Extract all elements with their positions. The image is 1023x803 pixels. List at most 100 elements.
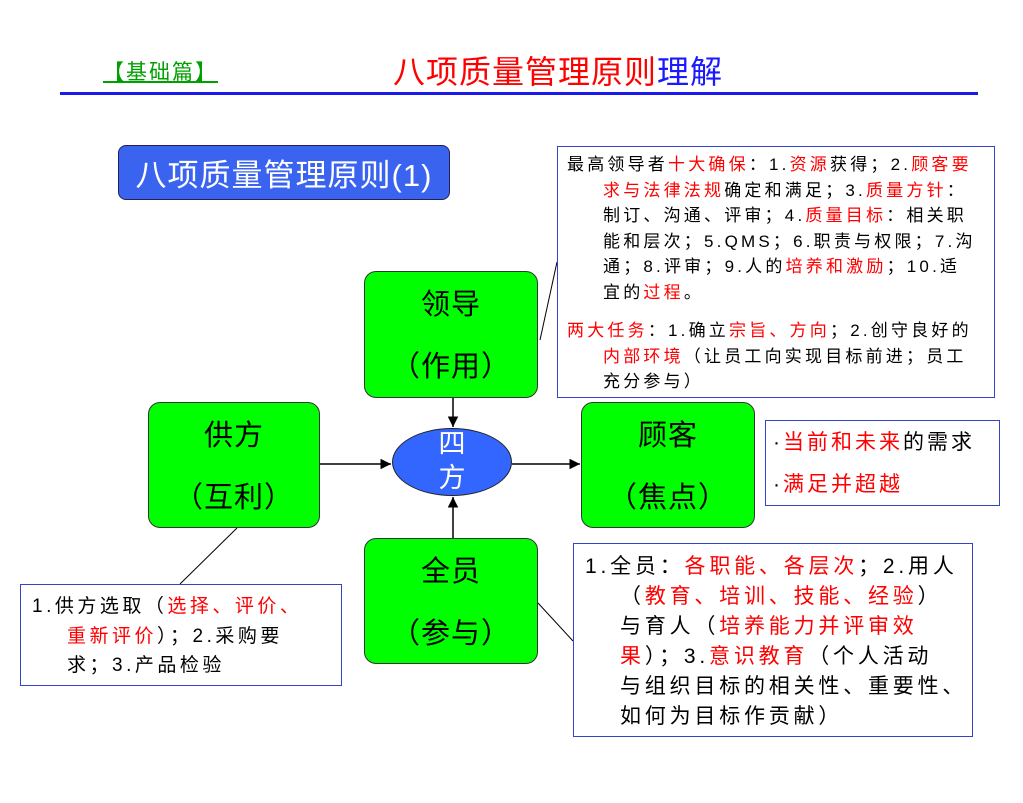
leader-note-line: 宜的过程。 xyxy=(603,280,985,306)
page-title-suffix: 理解 xyxy=(657,53,724,91)
emphasis-text: 果 xyxy=(620,645,645,668)
hub-text-line-1: 四 xyxy=(438,429,466,460)
leader-note-line: 制订、沟通、评审；4.质量目标：相关职 xyxy=(603,203,985,229)
supplier-note-body: 1.供方选取（选择、评价、重新评价）；2.采购要求；3.产品检验 xyxy=(32,592,335,681)
node-customer: 顾客 （焦点） xyxy=(581,402,755,528)
supplier-note-box: 1.供方选取（选择、评价、重新评价）；2.采购要求；3.产品检验 xyxy=(20,584,342,686)
plain-text: 与育人（ xyxy=(620,615,720,638)
emphasis-text: 顾客要 xyxy=(911,155,972,174)
node-supplier-role: （互利） xyxy=(173,480,294,514)
emphasis-text: 培养能力并评审效 xyxy=(719,615,918,638)
emphasis-text: 内部环境 xyxy=(603,346,684,366)
staff-note-body: 1.全员：各职能、各层次；2.用人（教育、培训、技能、经验）与育人（培养能力并评… xyxy=(585,552,966,732)
node-leader-name: 领导 xyxy=(420,287,481,321)
emphasis-text: 过程 xyxy=(643,282,684,302)
plain-text: （个人活动 xyxy=(808,645,933,668)
node-customer-role: （焦点） xyxy=(607,480,728,514)
emphasis-text: 质量目标 xyxy=(805,206,887,225)
emphasis-text: 质量方针 xyxy=(865,180,947,200)
node-customer-name: 顾客 xyxy=(637,418,698,452)
node-staff: 全员 （参与） xyxy=(364,538,538,664)
plain-text: （ xyxy=(620,585,645,608)
leader-note-line: 能和层次；5.QMS；6.职责与权限；7.沟 xyxy=(603,229,985,255)
staff-note-line: 如何为目标作贡献） xyxy=(620,702,966,732)
node-leader-role: （作用） xyxy=(390,349,511,383)
plain-text: ；2.创守良好的 xyxy=(830,321,972,340)
plain-text: 能和层次；5.QMS；6.职责与权限；7.沟 xyxy=(603,231,976,251)
leader-note-line: 充分参与） xyxy=(603,369,985,395)
emphasis-text: 宗旨、方向 xyxy=(729,321,830,340)
plain-text: · xyxy=(773,473,783,496)
emphasis-text: 十大确保 xyxy=(668,155,749,174)
emphasis-text: 两大任务 xyxy=(567,321,648,340)
leader-note-connector xyxy=(539,261,558,341)
supplier-note-connector xyxy=(179,527,238,585)
leader-note-line: 最高领导者十大确保：1.资源获得；2.顾客要 xyxy=(567,152,985,178)
staff-note-line: 1.全员：各职能、各层次；2.用人 xyxy=(585,552,966,582)
plain-text: ；2.用人 xyxy=(858,555,958,578)
plain-text: 制订、沟通、评审；4. xyxy=(603,206,806,225)
node-staff-name: 全员 xyxy=(420,554,481,588)
customer-note-line: ·满足并超越 xyxy=(773,464,993,506)
emphasis-text: 重新评价 xyxy=(67,625,158,647)
plain-text: 最高领导者 xyxy=(567,155,668,174)
page-title-main: 八项质量管理原则 xyxy=(393,53,658,91)
plain-text: 1.供方选取（ xyxy=(32,596,168,617)
staff-note-line: （教育、培训、技能、经验） xyxy=(620,582,966,612)
leader-note-line: 求与法律法规确定和满足；3.质量方针： xyxy=(603,178,985,204)
leader-note-paragraph: 两大任务：1.确立宗旨、方向；2.创守良好的内部环境（让员工向实现目标前进；员工… xyxy=(567,318,985,395)
plain-text: 如何为目标作贡献） xyxy=(620,705,844,728)
hub-four-parties: 四 方 xyxy=(392,428,512,496)
node-staff-role: （参与） xyxy=(390,616,511,650)
staff-note-box: 1.全员：各职能、各层次；2.用人（教育、培训、技能、经验）与育人（培养能力并评… xyxy=(573,543,973,737)
node-supplier: 供方 （互利） xyxy=(148,402,320,528)
plain-text: 充分参与） xyxy=(603,372,704,391)
plain-text: ）；2.采购要 xyxy=(157,625,283,647)
customer-note-box: ·当前和未来的需求 ·满足并超越 xyxy=(765,420,1000,506)
hub-text-line-2: 方 xyxy=(438,463,466,494)
plain-text: · xyxy=(773,431,783,454)
emphasis-text: 培养和激励 xyxy=(785,257,887,276)
emphasis-text: 意识教育 xyxy=(709,645,809,668)
plain-text: ：相关职 xyxy=(886,206,968,225)
staff-note-line: 与组织目标的相关性、重要性、 xyxy=(620,672,966,702)
supplier-note-line: 1.供方选取（选择、评价、 xyxy=(32,592,335,622)
emphasis-text: 资源 xyxy=(789,155,830,174)
emphasis-text: 当前和未来 xyxy=(783,431,903,454)
plain-text: ：1.确立 xyxy=(647,321,729,340)
plain-text: 1.全员： xyxy=(585,555,685,578)
plain-text: 通；8.评审；9.人的 xyxy=(603,257,786,276)
leader-note-line: 内部环境（让员工向实现目标前进；员工 xyxy=(603,344,985,370)
plain-text: 与组织目标的相关性、重要性、 xyxy=(620,675,968,698)
principle-label: 八项质量管理原则(1) xyxy=(118,145,450,200)
node-leader: 领导 （作用） xyxy=(364,271,538,398)
plain-text: 的需求 xyxy=(903,431,975,454)
page-title: 八项质量管理原则理解 xyxy=(393,52,723,92)
staff-note-connector xyxy=(537,602,574,642)
supplier-note-line: 求；3.产品检验 xyxy=(67,651,335,681)
staff-note-line: 果）；3.意识教育（个人活动 xyxy=(620,642,966,672)
node-supplier-name: 供方 xyxy=(203,418,264,452)
plain-text: 求；3.产品检验 xyxy=(67,655,225,676)
plain-text: ；10.适 xyxy=(886,257,961,276)
plain-text: 获得；2. xyxy=(830,155,912,174)
staff-note-line: 与育人（培养能力并评审效 xyxy=(620,612,966,642)
supplier-note-line: 重新评价）；2.采购要 xyxy=(67,622,335,652)
plain-text: ）；3. xyxy=(644,645,710,668)
plain-text: ） xyxy=(917,585,943,608)
plain-text: 确定和满足；3. xyxy=(724,180,866,200)
emphasis-text: 求与法律法规 xyxy=(603,180,725,200)
plain-text: 宜的 xyxy=(603,282,644,302)
emphasis-text: 选择、评价、 xyxy=(167,596,303,617)
title-divider xyxy=(60,92,978,95)
leader-note-line: 两大任务：1.确立宗旨、方向；2.创守良好的 xyxy=(567,318,985,344)
leader-note-paragraph: 最高领导者十大确保：1.资源获得；2.顾客要求与法律法规确定和满足；3.质量方针… xyxy=(567,152,985,305)
plain-text: ： xyxy=(946,180,967,200)
emphasis-text: 各职能、各层次 xyxy=(684,555,859,578)
plain-text: ：1. xyxy=(748,155,790,174)
plain-text: （让员工向实现目标前进；员工 xyxy=(683,346,967,366)
plain-text: 。 xyxy=(683,282,705,302)
leader-note-line: 通；8.评审；9.人的培养和激励；10.适 xyxy=(603,254,985,280)
emphasis-text: 教育、培训、技能、经验 xyxy=(644,585,918,608)
